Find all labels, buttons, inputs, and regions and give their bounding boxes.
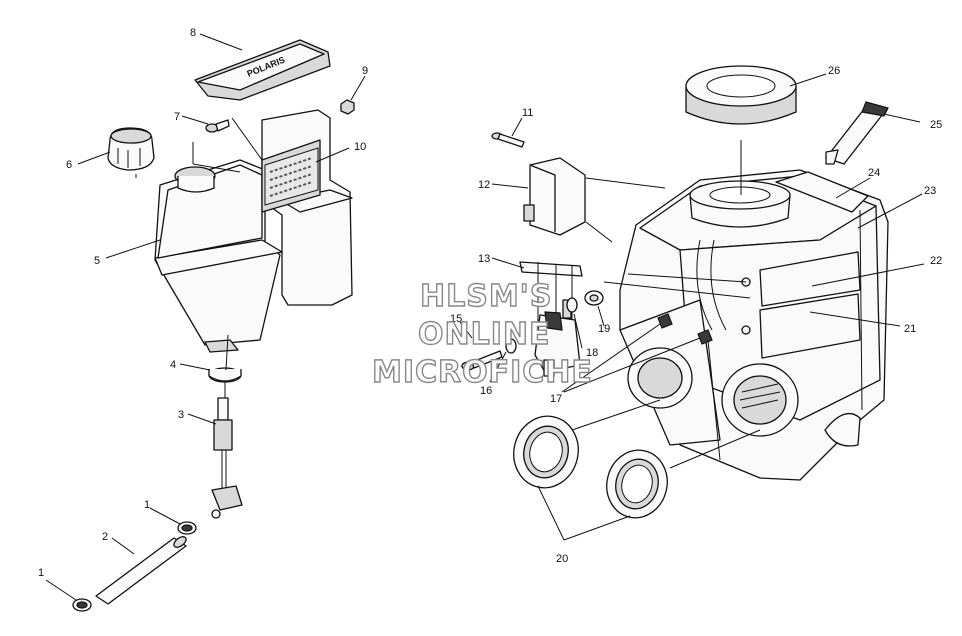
callout-19: 19 bbox=[598, 323, 610, 335]
grommet-4 bbox=[208, 367, 242, 383]
airbox bbox=[619, 169, 889, 481]
callout-18: 18 bbox=[586, 347, 598, 359]
watermark-line-2: ONLINE bbox=[418, 317, 551, 352]
callout-5: 5 bbox=[94, 255, 100, 267]
callout-8: 8 bbox=[190, 27, 196, 39]
tank-cap bbox=[107, 127, 155, 171]
callout-7: 7 bbox=[174, 111, 180, 123]
oil-tank bbox=[154, 109, 353, 353]
callout-15: 15 bbox=[450, 313, 462, 325]
washer-18 bbox=[566, 297, 578, 313]
callout-6: 6 bbox=[66, 159, 72, 171]
callout-1-upper: 1 bbox=[144, 499, 150, 511]
callout-1-lower: 1 bbox=[38, 567, 44, 579]
sensor-3 bbox=[211, 397, 243, 519]
watermark-line-3: MICROFICHE bbox=[372, 355, 593, 390]
screw-7 bbox=[205, 119, 230, 133]
callout-9: 9 bbox=[362, 65, 368, 77]
callout-17: 17 bbox=[550, 393, 562, 405]
strap-25 bbox=[825, 101, 889, 165]
watermark: HLSM'S ONLINE MICROFICHE bbox=[371, 278, 593, 390]
seal-20-left bbox=[513, 415, 579, 489]
callout-13: 13 bbox=[478, 253, 490, 265]
callout-4: 4 bbox=[170, 359, 176, 371]
callout-25: 25 bbox=[930, 119, 942, 131]
bolt-16 bbox=[461, 350, 503, 371]
callout-21: 21 bbox=[904, 323, 916, 335]
callout-2: 2 bbox=[102, 531, 108, 543]
callout-22: 22 bbox=[930, 255, 942, 267]
callout-16: 16 bbox=[480, 385, 492, 397]
intake-foam bbox=[685, 65, 797, 125]
nut-9 bbox=[340, 99, 355, 115]
bolt-11 bbox=[491, 132, 525, 148]
callout-10: 10 bbox=[354, 141, 366, 153]
ignition-coil bbox=[534, 299, 581, 377]
callout-24: 24 bbox=[868, 167, 880, 179]
nut-19 bbox=[584, 290, 604, 306]
hose-clamp-lower bbox=[72, 598, 92, 612]
watermark-line-1: HLSM'S bbox=[420, 279, 552, 314]
hose-2 bbox=[95, 536, 187, 605]
callout-3: 3 bbox=[178, 409, 184, 421]
decal-10 bbox=[264, 147, 319, 206]
callout-11: 11 bbox=[522, 107, 533, 119]
hose-clamp-upper bbox=[177, 521, 197, 535]
callout-labels: 8 9 7 6 10 5 4 3 1 2 1 11 12 13 15 16 18… bbox=[38, 27, 942, 579]
callout-20: 20 bbox=[556, 553, 568, 565]
leader-lines bbox=[45, 33, 925, 601]
tank-cover: POLARIS bbox=[194, 39, 331, 101]
callout-12: 12 bbox=[478, 179, 490, 191]
seal-20-right bbox=[606, 449, 668, 519]
callout-23: 23 bbox=[924, 185, 936, 197]
washer-15 bbox=[505, 338, 517, 354]
callout-26: 26 bbox=[828, 65, 840, 77]
cdi-box bbox=[523, 157, 666, 243]
